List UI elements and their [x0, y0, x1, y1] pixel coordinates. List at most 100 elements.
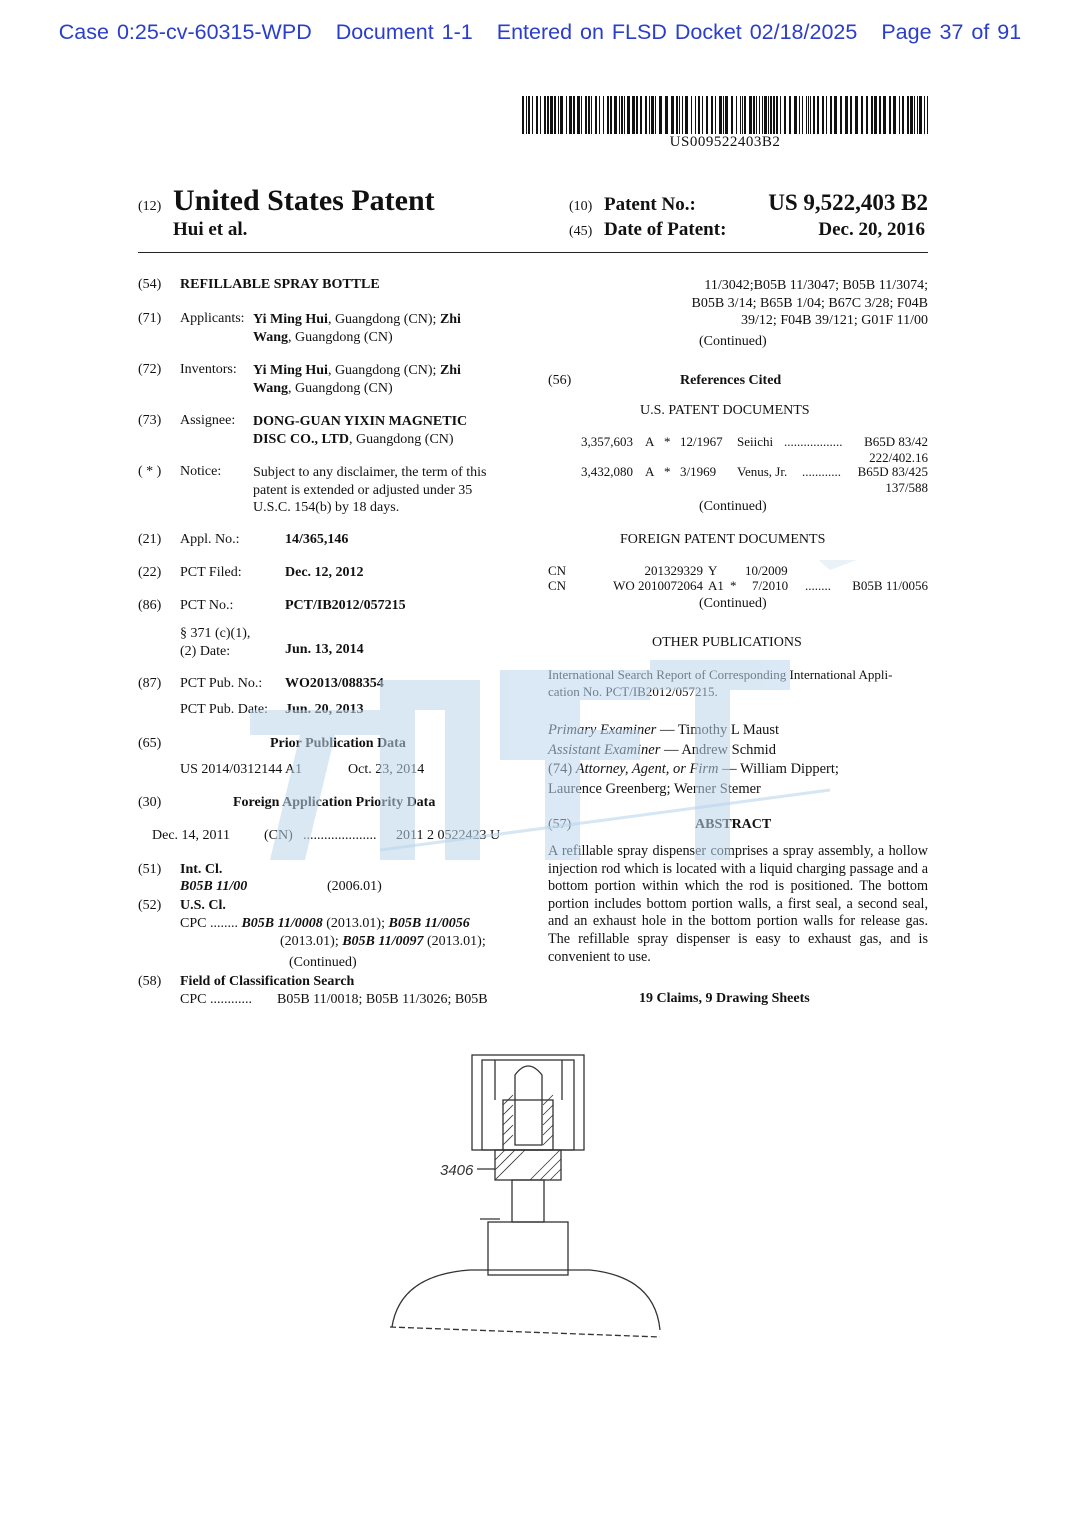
us-doc-kind: A [645, 434, 655, 449]
barcode-bar [917, 96, 918, 134]
barcode-bar [919, 96, 922, 134]
prior-pub-title: Prior Publication Data [270, 736, 406, 751]
section-371-line-2: (2) Date: [180, 643, 231, 659]
applicants-value: Yi Ming Hui, Guangdong (CN); Zhi Wang, G… [253, 311, 503, 346]
inventors-label: Inventors: [180, 362, 237, 377]
classification-line-3: 39/12; F04B 39/121; G01F 11/00 [741, 313, 928, 328]
barcode-bar [558, 96, 559, 134]
barcode-bar [813, 96, 815, 134]
barcode-bar [874, 96, 877, 134]
pct-no-value: PCT/IB2012/057215 [285, 598, 406, 613]
inventor-1: Yi Ming Hui [253, 363, 328, 378]
barcode-bar [526, 96, 527, 134]
foreign-doc-date: 10/2009 [745, 563, 788, 578]
code-22: (22) [138, 565, 162, 580]
barcode-bar [566, 96, 567, 134]
foreign-docs-title: FOREIGN PATENT DOCUMENTS [620, 532, 826, 547]
inventor-2b: Wang [253, 380, 289, 396]
barcode-bar [636, 96, 638, 134]
barcode-bar [799, 96, 800, 134]
foreign-doc-star: * [730, 578, 737, 593]
barcode-bar [685, 96, 688, 134]
foreign-doc-kind: A1 [708, 578, 724, 593]
notice-line-1: Subject to any disclaimer, the term of t… [253, 465, 487, 480]
priority-number: 2011 2 0522423 U [396, 828, 501, 843]
foreign-doc-date: 7/2010 [752, 578, 789, 593]
foreign-doc-number: WO 2010072064 [613, 578, 703, 593]
case-number: Case 0:25-cv-60315-WPD [58, 20, 312, 44]
barcode-bar [784, 96, 786, 134]
us-cl-class-2: B05B 11/0056 [388, 916, 470, 931]
foreign-docs-continued: (Continued) [699, 596, 767, 611]
barcode-bar [651, 96, 654, 134]
barcode-bar [532, 96, 533, 134]
field-search-value: B05B 11/0018; B05B 11/3026; B05B [277, 992, 488, 1007]
date-of-patent: Dec. 20, 2016 [818, 219, 925, 240]
barcode-bar [893, 96, 896, 134]
claims-count: 19 Claims, 9 Drawing Sheets [639, 991, 810, 1006]
patent-type-title: United States Patent [173, 184, 435, 217]
barcode-bar [607, 96, 609, 134]
barcode-bar [914, 96, 915, 134]
us-doc-class-2: 137/588 [885, 480, 928, 495]
priority-country: (CN) [264, 828, 293, 843]
barcode-bar [927, 96, 928, 134]
code-12: (12) [138, 199, 162, 214]
us-cl-value: CPC ........ B05B 11/0008 (2013.01); B05… [180, 915, 520, 950]
code-87: (87) [138, 676, 162, 691]
barcode-bar [749, 96, 752, 134]
barcode-bar [528, 96, 530, 134]
code-65: (65) [138, 736, 162, 751]
barcode-bar [624, 96, 625, 134]
barcode-bar [665, 96, 668, 134]
barcode-bar [536, 96, 538, 134]
date-of-patent-label: Date of Patent: [604, 219, 727, 240]
us-doc-kind: A [645, 464, 655, 479]
primary-examiner-label: Primary Examiner [548, 722, 657, 738]
us-cl-cpc: CPC ........ [180, 916, 238, 931]
barcode-bar [603, 96, 604, 134]
barcode-bar [599, 96, 600, 134]
barcode-bar [780, 96, 781, 134]
int-cl-version: (2006.01) [327, 879, 382, 894]
barcode-bar [719, 96, 722, 134]
us-docs-title: U.S. PATENT DOCUMENTS [640, 403, 810, 418]
applicant-2b: Wang [253, 329, 289, 345]
barcode-bar [773, 96, 775, 134]
us-doc-dots: ............ [802, 464, 841, 479]
barcode-bar [702, 96, 703, 134]
notice-line-3: U.S.C. 154(b) by 18 days. [253, 500, 400, 515]
barcode-bar [855, 96, 858, 134]
us-doc-number: 3,432,080 [581, 464, 633, 479]
barcode-bar [676, 96, 678, 134]
code-73: (73) [138, 413, 162, 428]
other-pubs-line-1: International Search Report of Correspon… [548, 667, 893, 682]
barcode-bar [770, 96, 772, 134]
barcode-bar [671, 96, 674, 134]
attorney-label: Attorney, Agent, or Firm [575, 761, 719, 777]
patent-no-label: Patent No.: [604, 194, 696, 215]
code-57: (57) [548, 817, 572, 832]
us-doc-name: Venus, Jr. [737, 464, 788, 479]
pct-pub-no-value: WO2013/088354 [285, 676, 384, 691]
pct-filed-label: PCT Filed: [180, 565, 242, 580]
barcode-bar [866, 96, 868, 134]
abstract-title: ABSTRACT [695, 817, 772, 832]
applicants-label: Applicants: [180, 311, 245, 326]
code-45: (45) [569, 224, 593, 239]
foreign-doc-class: B05B 11/0056 [852, 578, 928, 593]
us-doc-date: 3/1969 [680, 464, 717, 479]
code-71: (71) [138, 311, 162, 326]
barcode-bar [679, 96, 680, 134]
section-371: § 371 (c)(1), (2) Date: [180, 625, 250, 660]
barcode-bar [659, 96, 662, 134]
foreign-doc-number: 201329329 [644, 563, 704, 578]
barcode-bar [845, 96, 848, 134]
barcode-bar [768, 96, 769, 134]
barcode-bar [544, 96, 546, 134]
barcode-bar [840, 96, 842, 134]
examiners: Primary Examiner — Timothy L Maust Assis… [548, 721, 839, 799]
barcode-bar [725, 96, 728, 134]
barcode-bar [649, 96, 650, 134]
barcode-bar [902, 96, 904, 134]
